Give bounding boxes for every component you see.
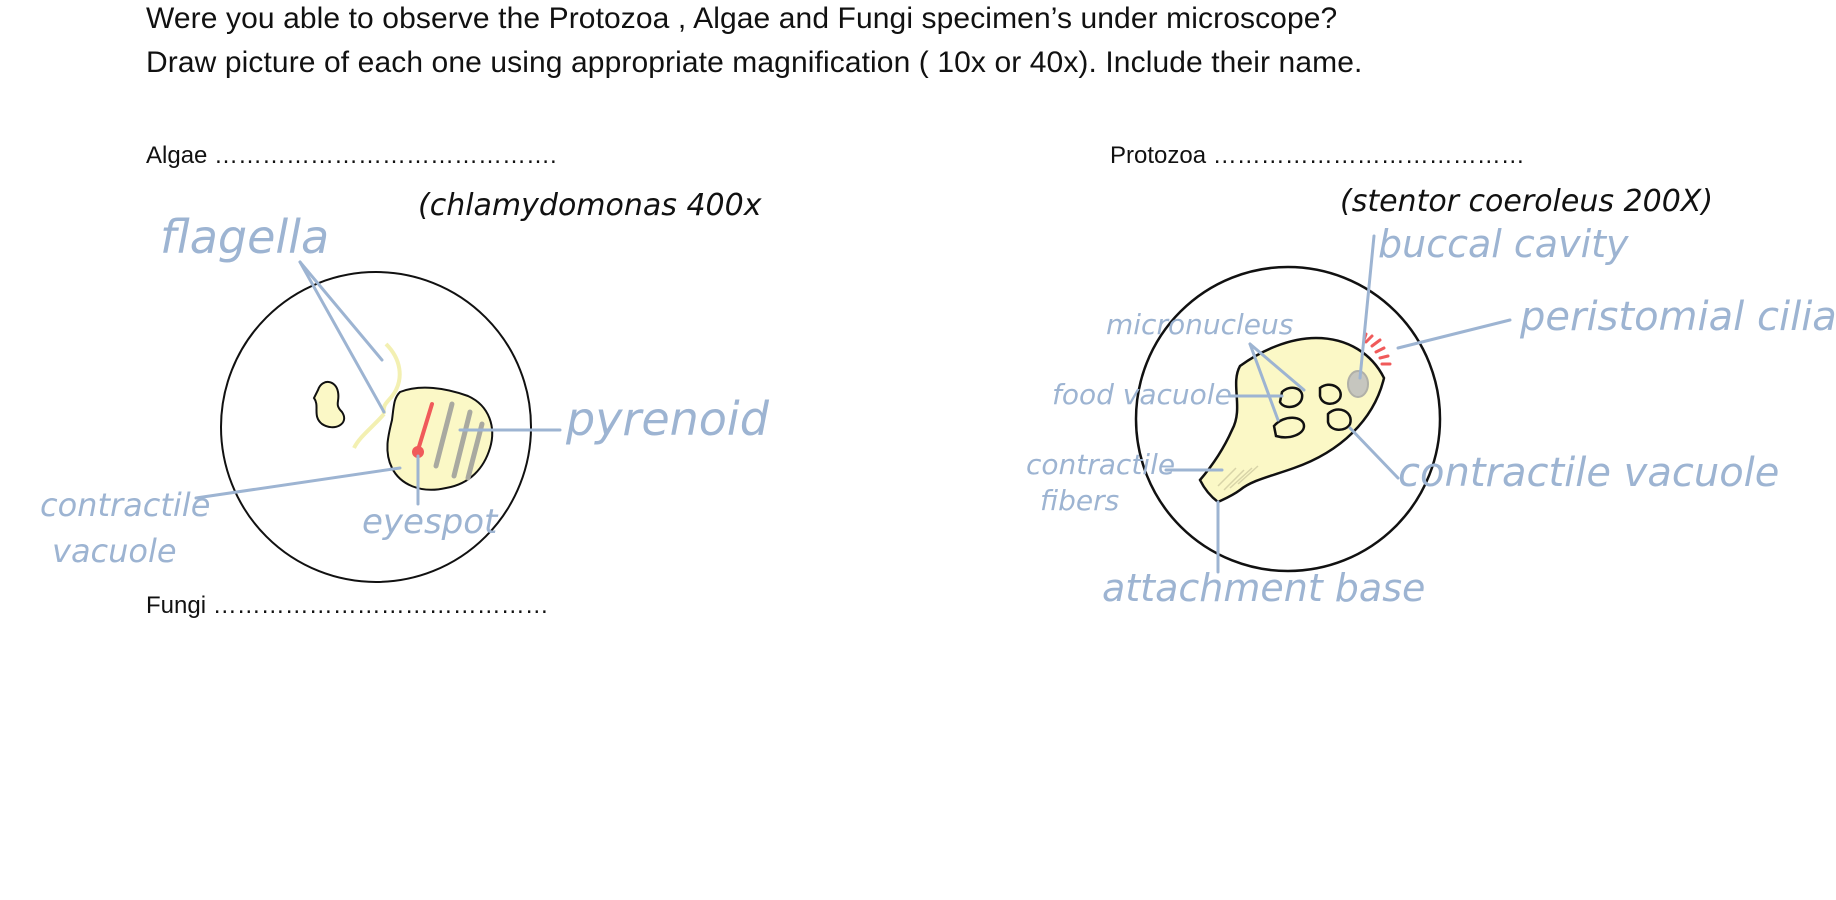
label-buccal-cavity: buccal cavity bbox=[1378, 222, 1629, 266]
label-flagella: flagella bbox=[160, 210, 330, 264]
label-contractile-fibers-2: fibers bbox=[1040, 484, 1120, 517]
flagella-leader-2 bbox=[298, 260, 386, 414]
algae-field-of-view bbox=[220, 271, 532, 583]
label-contractile: contractile bbox=[40, 486, 211, 524]
stentor-vacuole-1 bbox=[1278, 386, 1304, 409]
algae-specimen-note: (chlamydomonas 400x bbox=[418, 188, 762, 223]
micronucleus-leader-2 bbox=[1248, 342, 1280, 422]
protozoa-specimen-note: (stentor coeroleus 200X) bbox=[1340, 184, 1714, 219]
stentor-vacuole-4 bbox=[1326, 408, 1352, 431]
algae-chloroplast-streak bbox=[433, 401, 455, 469]
stentor-contractile-fibers bbox=[1217, 465, 1259, 491]
question-line-1: Were you able to observe the Protozoa , … bbox=[146, 2, 1338, 35]
fungi-label: Fungi …………………………………… bbox=[146, 592, 549, 619]
stentor-vacuole-2 bbox=[1318, 383, 1342, 405]
label-contractile-fibers-1: contractile bbox=[1026, 448, 1176, 481]
label-contractile-vacuole: contractile vacuole bbox=[1398, 450, 1780, 496]
algae-flagella-strands bbox=[381, 342, 402, 415]
algae-eyespot-red bbox=[416, 402, 434, 452]
algae-main-cell bbox=[386, 386, 494, 491]
buccal-cavity-leader bbox=[1358, 234, 1376, 380]
label-eyespot: eyespot bbox=[362, 502, 498, 542]
stentor-vacuole-3 bbox=[1272, 416, 1306, 439]
label-food-vacuole: food vacuole bbox=[1052, 378, 1232, 411]
contractile-vacuole-leader-p bbox=[1348, 426, 1400, 480]
question-line-2: Draw picture of each one using appropria… bbox=[146, 46, 1363, 79]
stentor-buccal-cavity bbox=[1347, 370, 1369, 398]
algae-label: Algae ……………………………………. bbox=[146, 142, 557, 169]
flagella-leader-1 bbox=[298, 260, 384, 362]
protozoa-label: Protozoa ………………………………… bbox=[1110, 142, 1525, 169]
peristomial-cilia-leader bbox=[1396, 318, 1512, 350]
label-vacuole: vacuole bbox=[52, 532, 177, 570]
contractile-vacuole-leader bbox=[194, 466, 402, 500]
algae-small-cell bbox=[312, 381, 345, 429]
protozoa-field-of-view bbox=[1134, 265, 1442, 573]
micronucleus-leader-1 bbox=[1248, 342, 1306, 392]
label-micronucleus: micronucleus bbox=[1106, 308, 1294, 341]
label-attachment-base: attachment base bbox=[1102, 566, 1426, 610]
label-peristomial-cilia: peristomial cilia bbox=[1520, 294, 1836, 340]
label-pyrenoid: pyrenoid bbox=[566, 392, 769, 446]
